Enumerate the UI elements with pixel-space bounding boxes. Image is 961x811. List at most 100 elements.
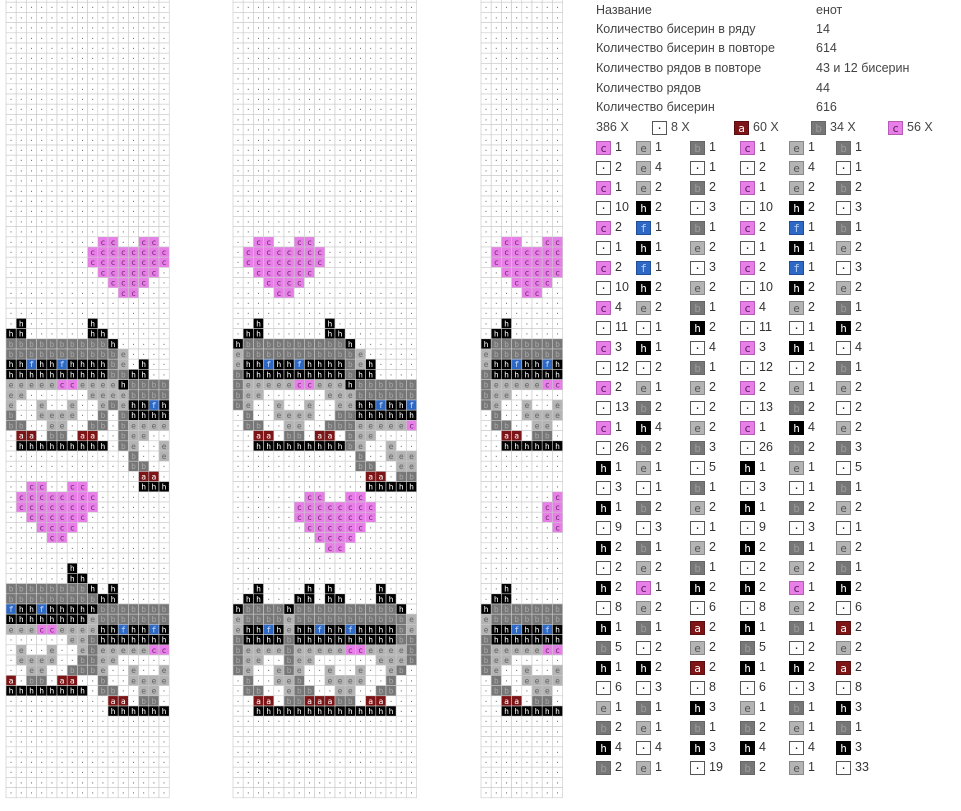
bead-symbol: ·: [389, 177, 394, 186]
bead-symbol: ·: [19, 462, 24, 471]
bead-symbol: c: [297, 258, 302, 267]
bead-symbol: ·: [358, 299, 363, 308]
bead-symbol: h: [246, 636, 251, 645]
bead-symbol: h: [19, 330, 24, 339]
bead-symbol: ·: [266, 534, 271, 543]
bead-symbol: ·: [266, 666, 271, 675]
bead-symbol: h: [29, 687, 34, 696]
bead-symbol: a: [378, 472, 383, 481]
bead-symbol: ·: [70, 472, 75, 481]
bead-symbol: ·: [39, 85, 44, 94]
bead-symbol: ·: [287, 105, 292, 114]
bead-symbol: ·: [80, 126, 85, 135]
bead-symbol: c: [246, 258, 251, 267]
bead-symbol: b: [409, 656, 414, 665]
bead-symbol: h: [90, 442, 95, 451]
bead-symbol: ·: [287, 574, 292, 583]
bead-symbol: b: [162, 605, 167, 614]
bead-symbol: ·: [39, 248, 44, 257]
bead-symbol: e: [100, 381, 105, 390]
bead-symbol: b: [256, 687, 261, 696]
bead-symbol: ·: [60, 391, 65, 400]
bead-symbol: b: [327, 421, 332, 430]
bead-symbol: ·: [368, 666, 373, 675]
bead-symbol: ·: [327, 228, 332, 237]
bead-symbol: c: [266, 279, 271, 288]
bead-symbol: ·: [162, 738, 167, 747]
bead-symbol: ·: [90, 166, 95, 175]
bead-symbol: ·: [9, 75, 14, 84]
bead-symbol: ·: [246, 156, 251, 165]
bead-symbol: ·: [287, 217, 292, 226]
bead-symbol: e: [49, 646, 54, 655]
bead-symbol: ·: [348, 299, 353, 308]
bead-symbol: ·: [378, 534, 383, 543]
bead-symbol: ·: [162, 564, 167, 573]
bead-symbol: h: [266, 370, 271, 379]
bead-symbol: ·: [111, 85, 116, 94]
bead-symbol: ·: [29, 309, 34, 318]
bead-symbol: ·: [317, 391, 322, 400]
bead-symbol: ·: [29, 738, 34, 747]
bead-symbol: ·: [60, 789, 65, 798]
bead-symbol: ·: [317, 411, 322, 420]
bead-symbol: ·: [389, 217, 394, 226]
bead-symbol: ·: [307, 309, 312, 318]
bead-symbol: ·: [80, 452, 85, 461]
bead-symbol: b: [131, 615, 136, 624]
bead-symbol: b: [256, 340, 261, 349]
bead-symbol: ·: [378, 503, 383, 512]
bead-symbol: ·: [256, 544, 261, 553]
bead-symbol: b: [276, 615, 281, 624]
bead-symbol: ·: [266, 64, 271, 73]
bead-symbol: ·: [327, 493, 332, 502]
bead-symbol: b: [399, 391, 404, 400]
bead-symbol: b: [327, 615, 332, 624]
bead-symbol: ·: [266, 207, 271, 216]
bead-symbol: ·: [389, 3, 394, 12]
bead-symbol: ·: [297, 452, 302, 461]
bead-symbol: ·: [327, 411, 332, 420]
bead-symbol: ·: [39, 238, 44, 247]
bead-symbol: b: [348, 360, 353, 369]
bead-symbol: a: [9, 676, 14, 685]
bead-symbol: ·: [151, 299, 156, 308]
bead-symbol: c: [307, 523, 312, 532]
bead-symbol: ·: [409, 554, 414, 563]
bead-symbol: ·: [348, 126, 353, 135]
bead-symbol: c: [111, 279, 116, 288]
bead-symbol: ·: [399, 75, 404, 84]
bead-symbol: ·: [131, 340, 136, 349]
bead-symbol: ·: [368, 115, 373, 124]
bead-symbol: ·: [317, 44, 322, 53]
bead-symbol: ·: [338, 13, 343, 22]
bead-symbol: ·: [409, 156, 414, 165]
bead-symbol: ·: [409, 279, 414, 288]
bead-symbol: ·: [348, 24, 353, 33]
bead-symbol: b: [297, 605, 302, 614]
bead-symbol: ·: [29, 391, 34, 400]
bead-symbol: b: [121, 411, 126, 420]
bead-symbol: ·: [266, 421, 271, 430]
bead-symbol: ·: [19, 146, 24, 155]
bead-symbol: ·: [266, 585, 271, 594]
bead-symbol: ·: [399, 126, 404, 135]
bead-symbol: b: [90, 595, 95, 604]
bead-symbol: ·: [90, 534, 95, 543]
bead-symbol: h: [389, 411, 394, 420]
bead-symbol: c: [358, 646, 363, 655]
bead-symbol: ·: [121, 156, 126, 165]
bead-symbol: ·: [162, 3, 167, 12]
bead-symbol: h: [338, 360, 343, 369]
bead-symbol: ·: [266, 544, 271, 553]
bead-symbol: ·: [378, 54, 383, 63]
bead-symbol: ·: [409, 360, 414, 369]
bead-symbol: b: [276, 350, 281, 359]
bead-symbol: ·: [389, 34, 394, 43]
bead-symbol: ·: [19, 75, 24, 84]
bead-symbol: ·: [317, 3, 322, 12]
bead-symbol: e: [70, 401, 75, 410]
bead-symbol: ·: [19, 707, 24, 716]
bead-symbol: ·: [49, 289, 54, 298]
bead-symbol: ·: [348, 228, 353, 237]
